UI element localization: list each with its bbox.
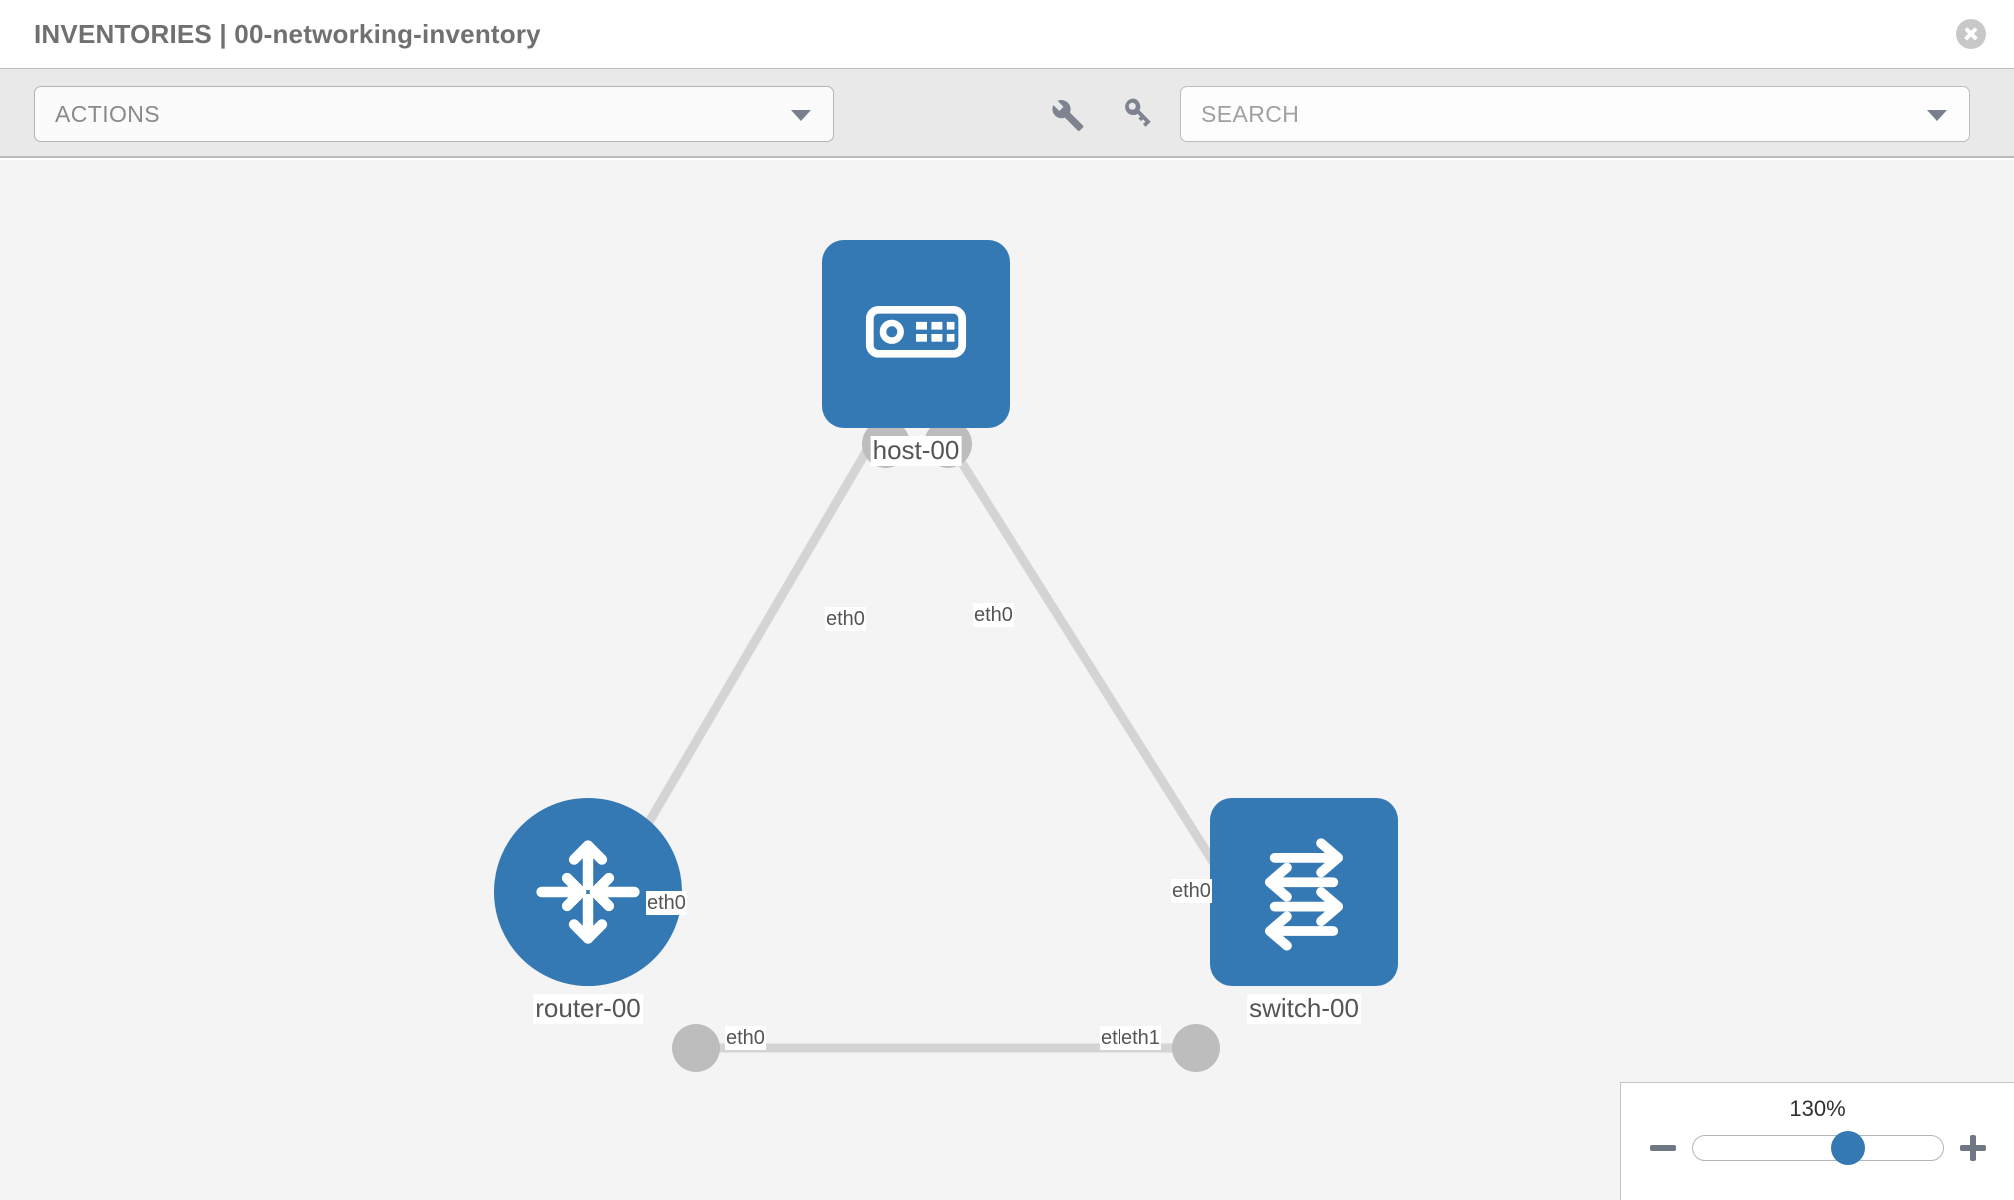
page-header: INVENTORIES | 00-networking-inventory [0, 0, 2014, 68]
toolbar: ACTIONS SEARCH [0, 68, 2014, 158]
search-chevron-down-icon[interactable] [1927, 110, 1947, 121]
port-handle-switch00-west [1172, 1024, 1220, 1072]
node-host-00-label: host-00 [870, 435, 962, 466]
search-input[interactable]: SEARCH [1180, 86, 1970, 142]
search-placeholder: SEARCH [1201, 100, 1300, 127]
port-label-switch00-west-eth1: eth1 [1120, 1026, 1161, 1050]
zoom-slider-thumb[interactable] [1830, 1131, 1865, 1165]
node-host-00-shape[interactable] [822, 240, 1010, 428]
port-handle-router00-east [672, 1024, 720, 1072]
zoom-control-panel: 130% [1620, 1082, 2014, 1200]
link-host00-switch00 [935, 423, 1237, 897]
link-host00-router00 [603, 423, 885, 897]
node-switch-00[interactable]: switch-00 [1210, 798, 1398, 1024]
port-label-switch00-north: eth0 [1171, 879, 1212, 903]
chevron-down-icon [791, 110, 811, 121]
port-label-host00-right: eth0 [973, 603, 1014, 627]
node-router-00-label: router-00 [533, 993, 643, 1024]
actions-dropdown[interactable]: ACTIONS [34, 86, 834, 142]
zoom-slider-row [1621, 1131, 2014, 1165]
zoom-in-button[interactable] [1959, 1135, 1986, 1161]
actions-dropdown-label: ACTIONS [55, 100, 161, 127]
key-icon[interactable] [1119, 93, 1161, 135]
toolbar-icons [1045, 69, 1161, 159]
server-icon [865, 305, 967, 358]
zoom-level-value: 130% [1789, 1096, 1846, 1121]
zoom-out-button[interactable] [1649, 1135, 1676, 1161]
node-switch-00-label: switch-00 [1247, 993, 1361, 1024]
port-label-router00-east: eth0 [725, 1026, 766, 1050]
zoom-slider-track[interactable] [1691, 1131, 1944, 1165]
page-title: INVENTORIES | 00-networking-inventory [34, 18, 541, 49]
switch-icon [1264, 838, 1344, 951]
topology-canvas[interactable]: host-00 router-00 [0, 160, 2014, 1200]
node-switch-00-shape[interactable] [1210, 798, 1398, 986]
wrench-icon[interactable] [1045, 93, 1087, 135]
node-router-00-shape[interactable] [494, 798, 682, 986]
node-router-00[interactable]: router-00 [494, 798, 682, 1024]
node-host-00[interactable]: host-00 [822, 240, 1010, 466]
port-label-host00-left: eth0 [825, 607, 866, 631]
port-label-router00-north: eth0 [646, 891, 687, 915]
close-icon[interactable] [1956, 19, 1986, 49]
router-icon [536, 840, 640, 944]
